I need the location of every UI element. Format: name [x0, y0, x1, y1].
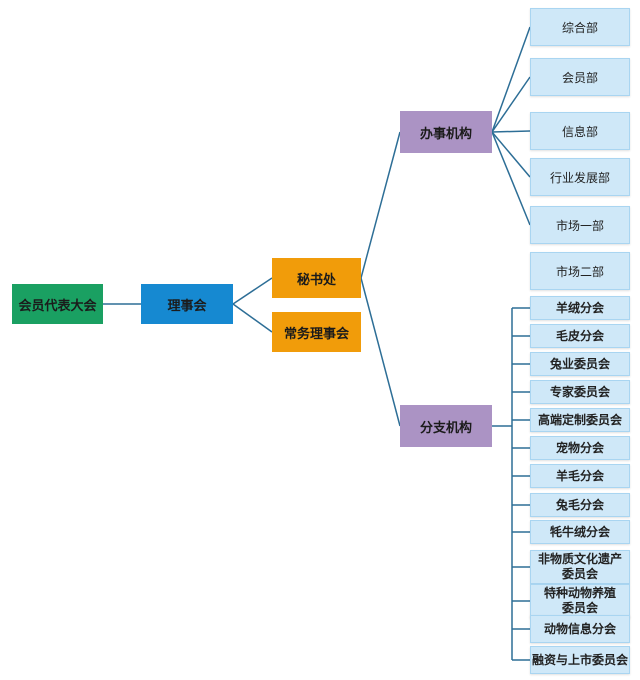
branch-committee-5: 高端定制委员会	[530, 408, 630, 432]
office-dept-1: 综合部	[530, 8, 630, 46]
branch-committee-7: 羊毛分会	[530, 464, 630, 488]
office-dept-6: 市场二部	[530, 252, 630, 290]
office-dept-2: 会员部	[530, 58, 630, 96]
branch-committee-1: 羊绒分会	[530, 296, 630, 320]
branch-committee-11: 特种动物养殖委员会	[530, 584, 630, 618]
link-offices-dept-2	[491, 76, 531, 133]
branch-committee-10: 非物质文化遗产委员会	[530, 550, 630, 584]
branch-committee-8: 兔毛分会	[530, 493, 630, 517]
branch-committee-6: 宠物分会	[530, 436, 630, 460]
node-secretariat: 秘书处	[272, 258, 361, 298]
node-offices: 办事机构	[400, 111, 492, 153]
link-board-secretariat	[232, 277, 273, 305]
link-secretariat-branches	[360, 277, 401, 427]
office-dept-3: 信息部	[530, 112, 630, 150]
link-board-standing	[232, 303, 273, 333]
link-offices-dept-5	[491, 131, 531, 226]
link-offices-dept-4	[491, 131, 531, 178]
office-dept-4: 行业发展部	[530, 158, 630, 196]
link-offices-dept-1	[491, 26, 531, 133]
branch-label-line: 特种动物养殖	[543, 586, 616, 600]
node-branches: 分支机构	[400, 405, 492, 447]
branch-label-line: 委员会	[561, 601, 598, 615]
branch-committee-9: 牦牛绒分会	[530, 520, 630, 544]
branch-committee-4: 专家委员会	[530, 380, 630, 404]
office-dept-5: 市场一部	[530, 206, 630, 244]
node-member-congress: 会员代表大会	[12, 284, 103, 324]
link-offices-dept-3	[491, 130, 531, 133]
node-board: 理事会	[141, 284, 233, 324]
branch-committee-12: 动物信息分会	[530, 615, 630, 643]
branch-committee-3: 兔业委员会	[530, 352, 630, 376]
branch-committee-2: 毛皮分会	[530, 324, 630, 348]
node-standing-board: 常务理事会	[272, 312, 361, 352]
branch-label-line: 非物质文化遗产	[537, 552, 622, 566]
link-secretariat-offices	[360, 131, 401, 279]
branch-committee-13: 融资与上市委员会	[530, 646, 630, 674]
branch-label-line: 委员会	[561, 567, 598, 581]
